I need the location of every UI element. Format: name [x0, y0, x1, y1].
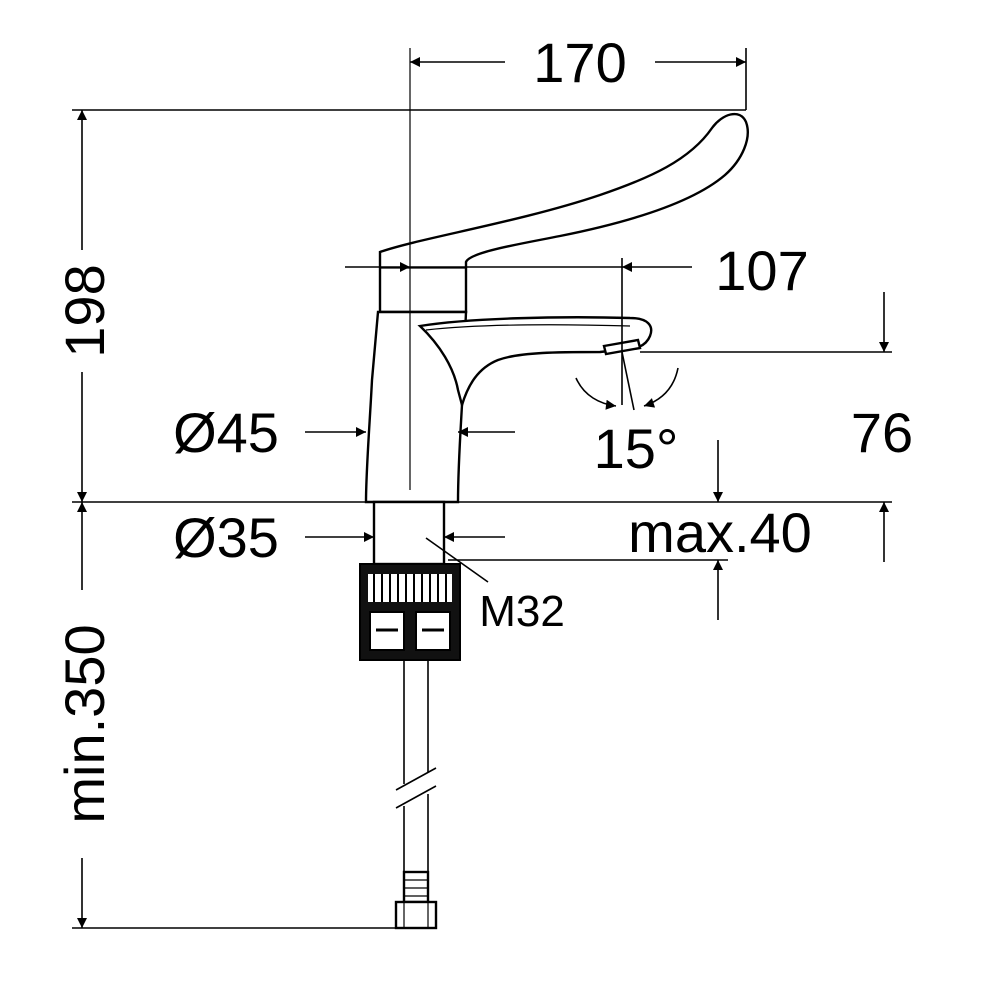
dim-spray-angle: 15°: [594, 417, 679, 480]
supply-hose: [394, 660, 438, 930]
shank: [372, 500, 446, 566]
dim-outlet-height: 76: [851, 401, 913, 464]
dim-total-height: 198: [53, 264, 116, 357]
mounting-nut: [359, 563, 461, 661]
dim-spout-reach: 107: [715, 239, 808, 302]
dim-max-deck-thickness: max.40: [628, 501, 812, 564]
faucet-body: [359, 48, 749, 930]
dim-shank-diameter: Ø35: [173, 506, 279, 569]
dimension-lines: [72, 48, 892, 929]
dim-min-hose-length: min.350: [53, 624, 116, 823]
dim-body-diameter: Ø45: [173, 401, 279, 464]
thread-label: M32: [479, 587, 565, 636]
lever-handle: [378, 112, 749, 314]
dim-total-length: 170: [533, 31, 626, 94]
